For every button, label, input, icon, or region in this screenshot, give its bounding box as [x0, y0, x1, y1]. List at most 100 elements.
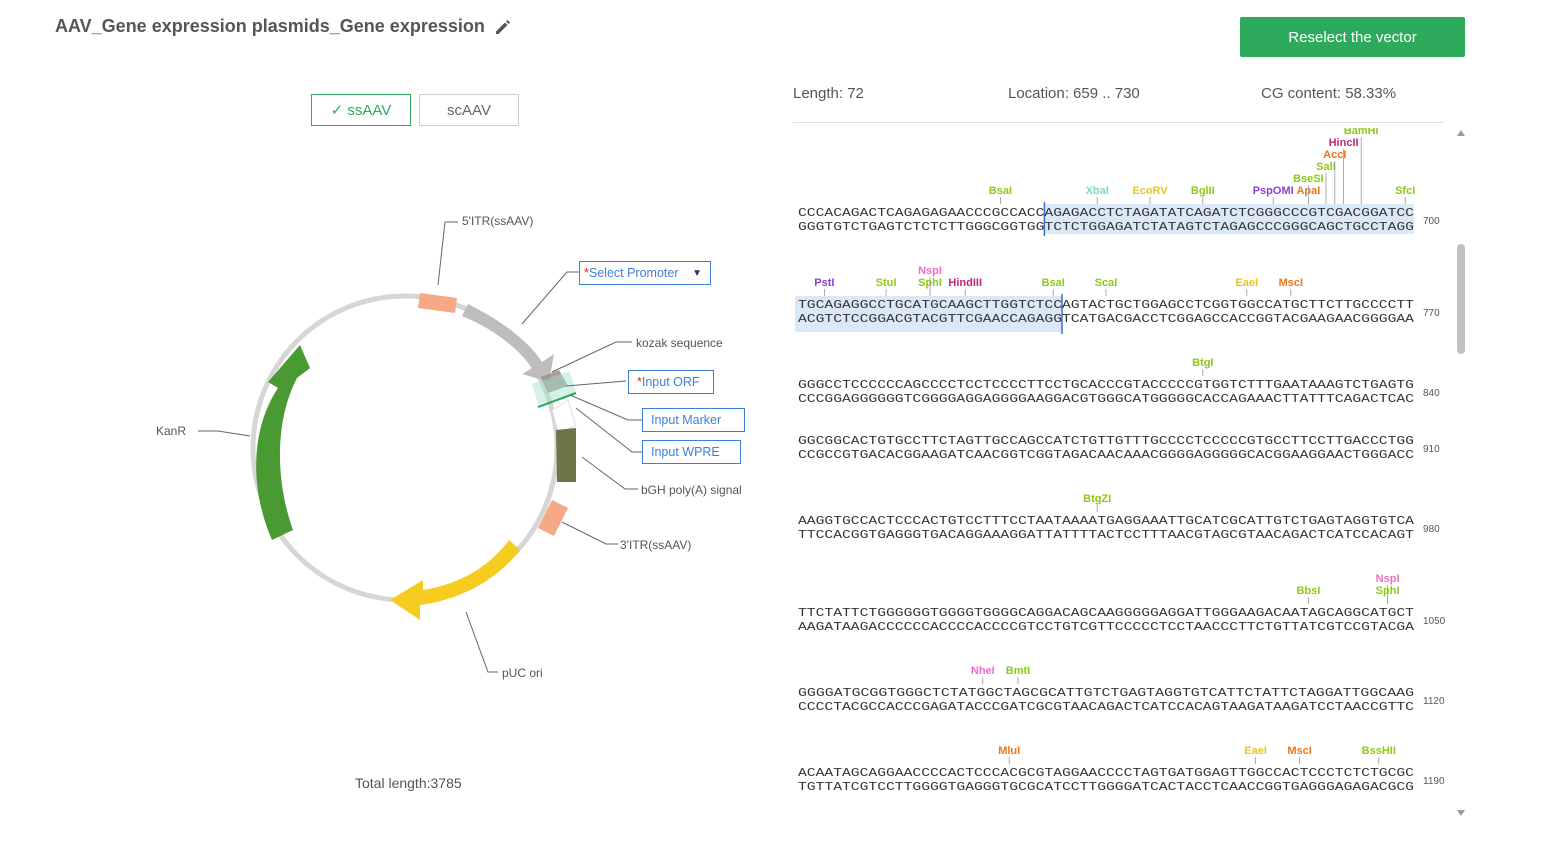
enzyme-label[interactable]: BglII [1191, 185, 1215, 197]
input-wpre-button[interactable]: Input WPRE [642, 440, 741, 464]
page-title: AAV_Gene expression plasmids_Gene expres… [55, 16, 485, 36]
enzyme-label[interactable]: BssHII [1362, 745, 1396, 757]
sequence-top-strand[interactable]: ACAATAGCAGGAACCCCACTCCCACGCGTAGGAACCCCTA… [798, 767, 1414, 780]
enzyme-label[interactable]: EaeI [1244, 745, 1267, 757]
bgh-segment[interactable] [556, 428, 576, 482]
scroll-up-icon[interactable] [1457, 130, 1465, 136]
enzyme-label[interactable]: HincII [1329, 137, 1359, 149]
input-marker-button[interactable]: Input Marker [642, 408, 745, 432]
puc-ori-segment[interactable] [390, 540, 520, 620]
sequence-position: 1050 [1423, 616, 1446, 627]
enzyme-label[interactable]: BtgI [1192, 357, 1213, 369]
promoter-select-label: Select Promoter [588, 266, 679, 280]
sequence-top-strand[interactable]: GGCGGCACTGTGCCTTCTAGTTGCCAGCCATCTGTTGTTT… [798, 435, 1414, 448]
sequence-position: 1190 [1423, 776, 1445, 787]
enzyme-label[interactable]: MscI [1287, 745, 1311, 757]
enzyme-label[interactable]: HindIII [948, 277, 982, 289]
chevron-down-icon: ▼ [692, 267, 702, 279]
sequence-bottom-strand[interactable]: AAGATAAGACCCCCCACCCCACCCCGTCCTGTCGTTCCCC… [798, 621, 1414, 634]
enzyme-label[interactable]: BsaI [1042, 277, 1065, 289]
itr5-label: 5'ITR(ssAAV) [462, 214, 533, 228]
enzyme-label[interactable]: MluI [998, 745, 1020, 757]
enzyme-label[interactable]: NspI [1376, 573, 1400, 585]
cg-content-stat: CG content: 58.33% [1261, 85, 1397, 102]
sequence-bottom-strand[interactable]: ACGTCTCCGGACGTACGTTCGAACCAGAGGTCATGACGAC… [798, 313, 1414, 326]
itr3-segment[interactable] [538, 500, 568, 536]
header: AAV_Gene expression plasmids_Gene expres… [55, 16, 513, 37]
itr3-leader [561, 521, 618, 545]
itr5-segment[interactable] [418, 293, 457, 313]
input-orf-button[interactable]: * Input ORF [628, 370, 714, 394]
enzyme-label[interactable]: EcoRV [1132, 185, 1168, 197]
required-mark: * [584, 266, 589, 280]
sequence-top-strand[interactable]: TGCAGAGGCCTGCATGCAAGCTTGGTCTCCAGTACTGCTG… [798, 299, 1414, 312]
sequence-top-strand[interactable]: CCCACAGACTCAGAGAGAACCCGCCACCAGAGACCTCTAG… [798, 207, 1414, 220]
sequence-top-strand[interactable]: GGGCCTCCCCCCAGCCCCTCCTCCCCTTCCTGCACCCGTA… [798, 379, 1414, 392]
sequence-bottom-strand[interactable]: TTCCACGGTGAGGGTGACAGGAAAGGATTATTTTACTCCT… [798, 529, 1414, 542]
enzyme-label[interactable]: BseSI [1293, 173, 1324, 185]
sequence-position: 840 [1423, 388, 1440, 399]
marker-leader [569, 394, 642, 421]
required-mark: * [637, 375, 642, 389]
sequence-top-strand[interactable]: GGGGATGCGGTGGGCTCTATGGCTAGCGCATTGTCTGAGT… [798, 687, 1414, 700]
enzyme-label[interactable]: NspI [918, 265, 942, 277]
enzyme-label[interactable]: BtgZI [1083, 493, 1111, 505]
sequence-top-strand[interactable]: TTCTATTCTGGGGGGTGGGGTGGGGCAGGACAGCAAGGGG… [798, 607, 1414, 620]
kozak-leader [551, 341, 632, 373]
scroll-down-icon[interactable] [1457, 810, 1465, 816]
ssaav-toggle[interactable]: ✓ ssAAV [311, 94, 411, 126]
total-length: Total length:3785 [355, 775, 462, 791]
itr3-label: 3'ITR(ssAAV) [620, 538, 691, 552]
bgh-leader [581, 456, 638, 490]
enzyme-label[interactable]: AccI [1323, 149, 1346, 161]
wpre-segment[interactable] [551, 399, 577, 433]
enzyme-label[interactable]: SfcI [1395, 185, 1415, 197]
sequence-bottom-strand[interactable]: CCCCTACGCCACCCGAGATACCCGATCGCGTAACAGACTC… [798, 701, 1414, 714]
sequence-position: 770 [1423, 308, 1440, 319]
itr5-leader [437, 221, 458, 286]
sequence-viewer[interactable]: CCCACAGACTCAGAGAGAACCCGCCACCAGAGACCTCTAG… [793, 128, 1453, 820]
enzyme-label[interactable]: NheI [971, 665, 995, 677]
sequence-scrollbar[interactable] [1453, 128, 1469, 818]
orf-input-label: Input ORF [641, 375, 700, 389]
sequence-position: 700 [1423, 216, 1440, 227]
sequence-position: 980 [1423, 524, 1440, 535]
sequence-bottom-strand[interactable]: CCGCCGTGACACGGAAGATCAACGGTCGGTAGACAACAAA… [798, 449, 1414, 462]
enzyme-label[interactable]: StuI [876, 277, 897, 289]
sequence-position: 910 [1423, 444, 1440, 455]
wpre-leader [575, 407, 642, 453]
orf-region[interactable] [531, 371, 577, 405]
sequence-bottom-strand[interactable]: TGTTATCGTCCTTGGGGTGAGGGTGCGCATCCTTGGGGAT… [798, 781, 1414, 794]
reselect-vector-button[interactable]: Reselect the vector [1240, 17, 1465, 57]
sequence-bottom-strand[interactable]: GGGTGTCTGAGTCTCTCTTGGGCGGTGGTCTCTGGAGATC… [798, 221, 1414, 234]
sequence-bottom-strand[interactable]: CCCGGAGGGGGGTCGGGGAGGAGGGGAAGGACGTGGGCAT… [798, 393, 1414, 406]
kozak-label: kozak sequence [636, 336, 723, 350]
puc-leader [465, 611, 498, 673]
select-promoter-dropdown[interactable]: * Select Promoter ▼ [579, 261, 711, 285]
orf-leader [565, 380, 627, 387]
enzyme-label[interactable]: BamHI [1344, 128, 1379, 137]
enzyme-label[interactable]: BsaI [989, 185, 1012, 197]
enzyme-label[interactable]: EaeI [1235, 277, 1258, 289]
enzyme-label[interactable]: BmtI [1006, 665, 1030, 677]
kozak-segment[interactable] [541, 370, 568, 393]
enzyme-label[interactable]: MscI [1279, 277, 1303, 289]
bgh-label: bGH poly(A) signal [641, 483, 742, 497]
enzyme-label[interactable]: PspOMI [1253, 185, 1294, 197]
kanr-segment[interactable] [256, 345, 310, 540]
enzyme-label[interactable]: XbaI [1086, 185, 1109, 197]
kanr-label: KanR [156, 424, 186, 438]
puc-label: pUC ori [502, 666, 543, 680]
promoter-leader [521, 271, 580, 325]
scaav-toggle[interactable]: scAAV [419, 94, 519, 126]
promoter-segment[interactable] [462, 304, 554, 382]
scroll-thumb[interactable] [1457, 244, 1465, 354]
enzyme-label[interactable]: PstI [814, 277, 834, 289]
enzyme-label[interactable]: SalI [1316, 161, 1336, 173]
enzyme-label[interactable]: ScaI [1095, 277, 1118, 289]
edit-pencil-icon[interactable] [493, 17, 513, 37]
sequence-top-strand[interactable]: AAGGTGCCACTCCCACTGTCCTTTCCTAATAAAATGAGGA… [798, 515, 1414, 528]
location-stat: Location: 659 .. 730 [1008, 85, 1140, 102]
enzyme-label[interactable]: BbsI [1296, 585, 1320, 597]
divider [793, 122, 1443, 123]
